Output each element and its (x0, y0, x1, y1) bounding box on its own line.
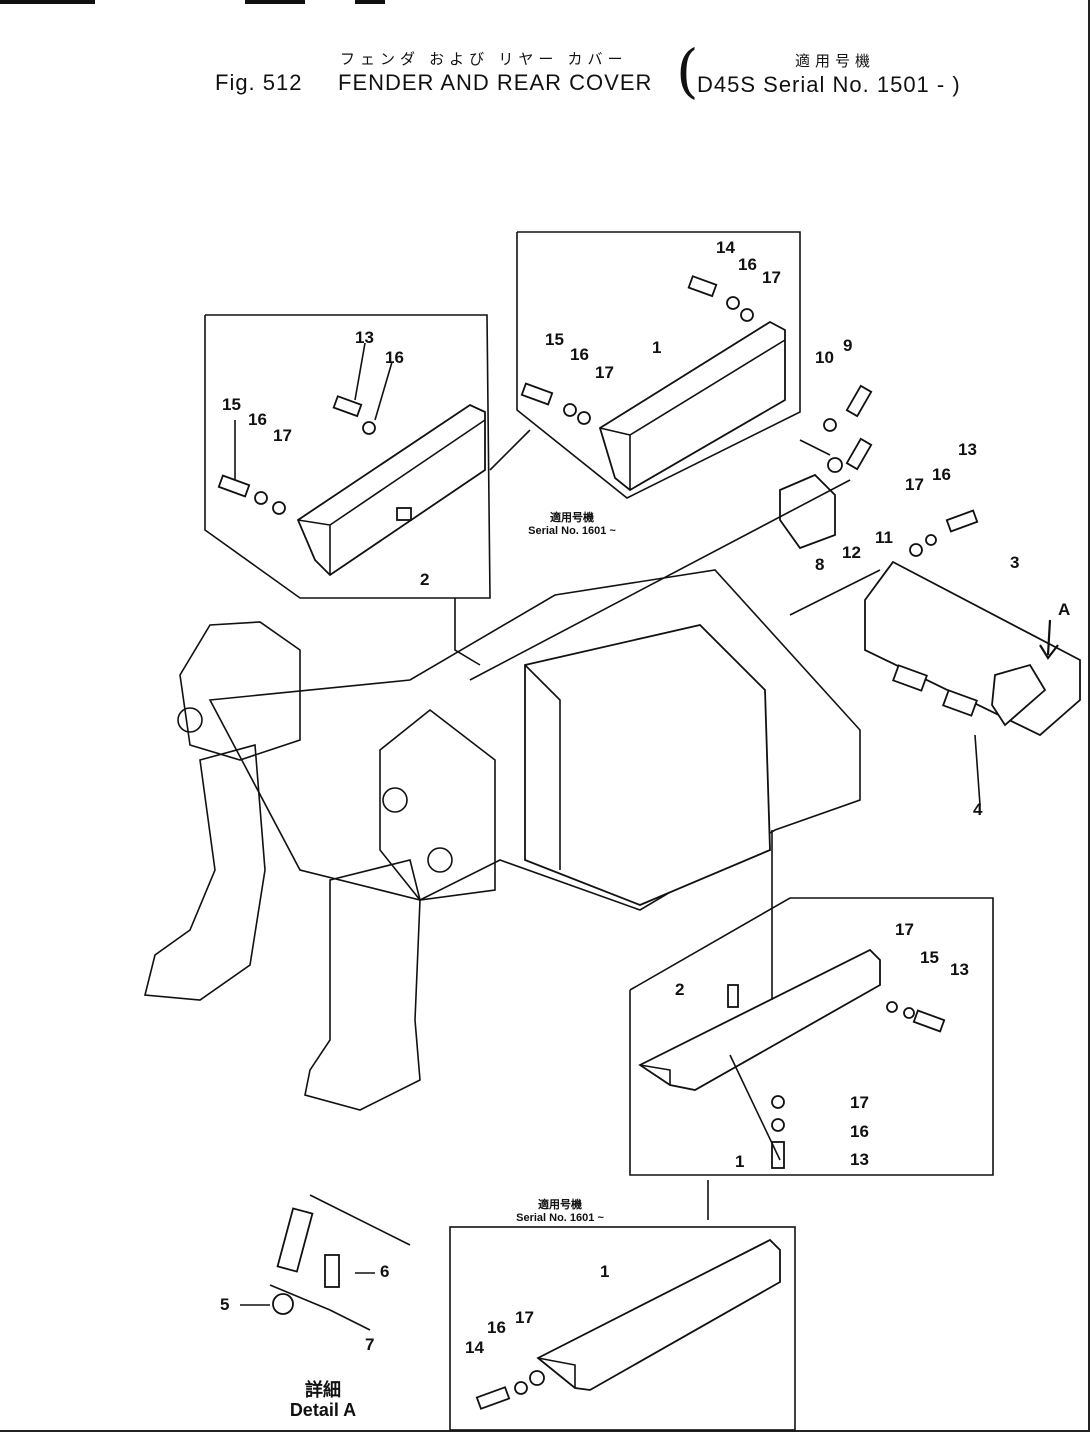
part-label: 14 (716, 238, 735, 257)
part-label: 14 (465, 1338, 484, 1357)
part-label: 16 (487, 1318, 506, 1337)
part-label: 17 (905, 475, 924, 494)
serial-note-upper: 適用号機 Serial No. 1601 ~ (512, 512, 632, 538)
part-label: 2 (420, 570, 430, 589)
part-label: 1 (600, 1262, 610, 1281)
applicability-japanese: 適用号機 (795, 53, 876, 70)
part-label: 17 (515, 1308, 534, 1327)
rear-cover-part (864, 509, 1081, 737)
part-label: 15 (920, 948, 939, 967)
figure-title: FENDER AND REAR COVER (338, 70, 653, 95)
inset-box-upper-middle (516, 231, 801, 499)
part-label: 16 (850, 1122, 869, 1141)
part-label: 13 (950, 960, 969, 979)
serial-note-en: Serial No. 1601 ~ (516, 1212, 604, 1224)
part-label: 12 (842, 543, 861, 562)
part-label: 17 (595, 363, 614, 382)
machine-frame (143, 569, 861, 1111)
part-label: 5 (220, 1295, 230, 1314)
part-label: 13 (355, 328, 374, 347)
detail-caption-en: Detail A (289, 1400, 357, 1420)
inset-box-upper-left (204, 314, 491, 599)
applicability-serial: D45S Serial No. 1501 - ) (697, 72, 961, 97)
detail-caption-jp: 詳細 (305, 1380, 341, 1400)
fender-part-box4 (475, 1238, 781, 1410)
part-label: 3 (1010, 553, 1020, 572)
part-label: 16 (248, 410, 267, 429)
leader-lines (234, 342, 981, 1306)
part-label: 6 (380, 1262, 390, 1281)
serial-note-en: Serial No. 1601 ~ (528, 525, 616, 537)
part-label: 17 (762, 268, 781, 287)
part-label: 11 (875, 528, 893, 547)
part-label: 10 (815, 348, 834, 367)
part-label: 17 (895, 920, 914, 939)
part-label: 16 (385, 348, 404, 367)
bolts-box2 (520, 275, 754, 425)
inset-box-lower-right (629, 897, 994, 1176)
figure-number: Fig. 512 (215, 70, 303, 95)
part-label: 15 (545, 330, 564, 349)
serial-note-jp: 適用号機 (550, 512, 594, 524)
part-label: 1 (735, 1152, 745, 1171)
serial-note-jp: 適用号機 (538, 1199, 582, 1211)
top-rule-1 (0, 0, 95, 4)
detail-a-view (269, 1194, 411, 1331)
fender-part-box1 (296, 403, 486, 577)
part-label: 13 (958, 440, 977, 459)
inset-box-bottom (449, 1226, 796, 1431)
part-label: 13 (850, 1150, 869, 1169)
arrow-label: A (1058, 600, 1071, 619)
part-label: 17 (850, 1093, 869, 1112)
part-label: 17 (273, 426, 292, 445)
part-label: 16 (570, 345, 589, 364)
serial-note-lower: 適用号機 Serial No. 1601 ~ (500, 1199, 620, 1225)
part-label: 7 (365, 1335, 375, 1354)
part-label: 1 (652, 338, 662, 357)
part-label: 15 (222, 395, 241, 414)
title-japanese: フェンダ および リヤー カバー (340, 51, 628, 68)
detail-a-caption: 詳細 Detail A (268, 1380, 378, 1420)
top-rule-2 (245, 0, 305, 4)
bracket-assembly (779, 384, 873, 550)
part-label: 9 (843, 336, 853, 355)
fender-part-box3 (638, 948, 946, 1169)
part-label: 16 (932, 465, 951, 484)
top-rule-3 (355, 0, 385, 4)
bolts-box1 (217, 395, 376, 515)
part-label: 8 (815, 555, 825, 574)
part-label: 16 (738, 255, 757, 274)
open-paren: ( (676, 37, 699, 105)
part-label: 4 (973, 800, 983, 819)
fender-part-box2 (598, 320, 786, 492)
part-label: 2 (675, 980, 685, 999)
